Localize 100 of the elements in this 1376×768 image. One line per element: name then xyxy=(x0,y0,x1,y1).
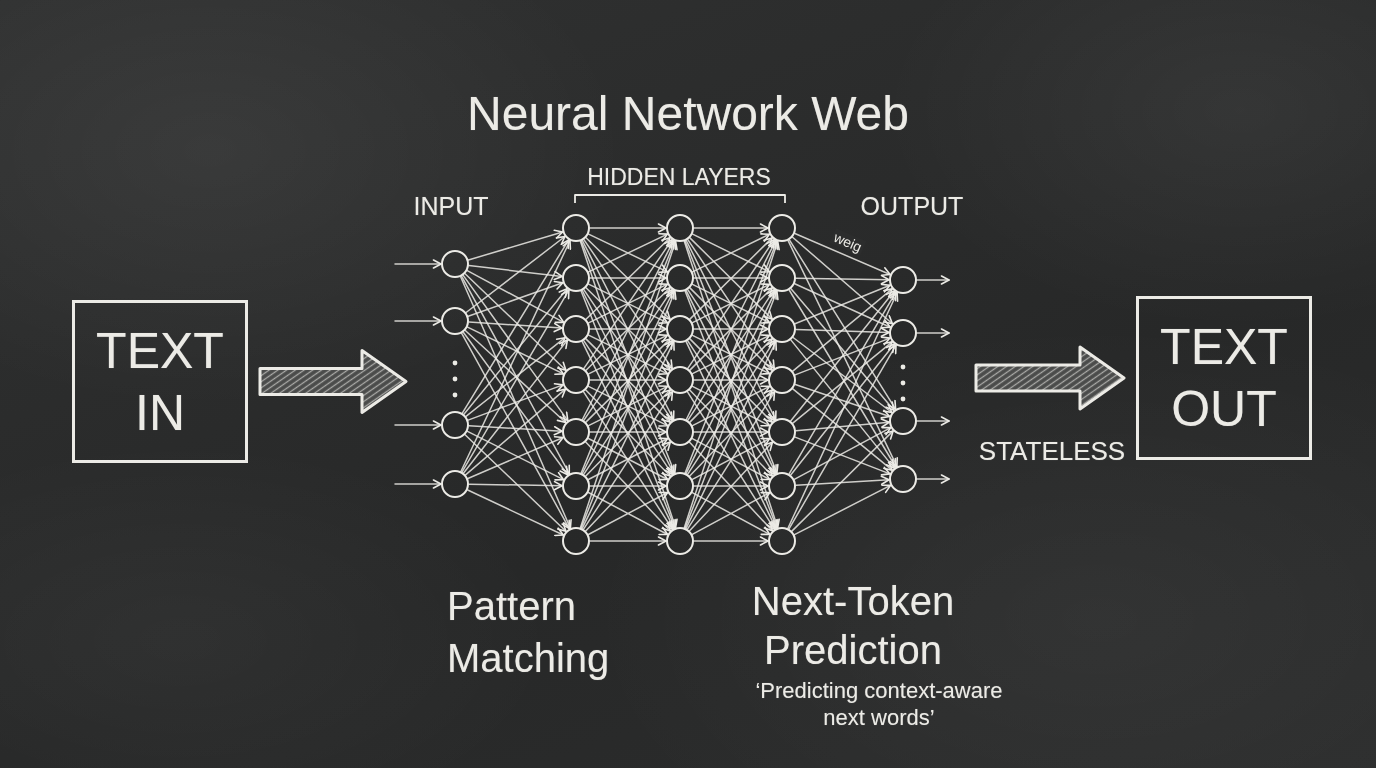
arrow xyxy=(589,427,667,437)
crossing-arrows xyxy=(688,441,774,532)
io-box xyxy=(72,300,248,463)
neuron-circle xyxy=(562,315,590,343)
crossing-arrows xyxy=(691,233,771,273)
crossing-arrows xyxy=(689,237,773,320)
arrow xyxy=(464,329,567,424)
neuron-circle xyxy=(889,266,917,294)
arrow xyxy=(394,420,442,430)
crossing-arrows xyxy=(686,288,776,422)
arrow xyxy=(792,288,893,372)
neuron-circle xyxy=(562,264,590,292)
crossing-arrows xyxy=(689,287,773,371)
arrow xyxy=(465,235,566,314)
neuron-circle xyxy=(666,315,694,343)
crossing-arrows xyxy=(579,240,678,529)
crossing-arrows xyxy=(685,239,777,421)
layer-label: OUTPUT xyxy=(860,191,964,221)
arrow xyxy=(788,344,897,530)
crossing-arrows xyxy=(583,238,673,370)
crossing-arrows xyxy=(585,338,671,423)
arrow xyxy=(916,328,950,338)
arrow xyxy=(589,273,667,283)
caption-text: Next-Token Prediction xyxy=(750,578,956,674)
crossing-arrows xyxy=(585,287,671,371)
crossing-arrows xyxy=(687,238,775,370)
crossing-arrows xyxy=(691,437,771,481)
arrow xyxy=(793,484,892,536)
arrow xyxy=(465,336,566,418)
arrow xyxy=(589,223,667,233)
crossing-arrows xyxy=(691,385,771,427)
neuron-circle xyxy=(768,366,796,394)
neuron-circle xyxy=(666,366,694,394)
arrow xyxy=(795,274,890,285)
quote-text: ‘Predicting context-aware next words’ xyxy=(754,677,1004,731)
crossing-arrows xyxy=(688,389,774,477)
neuron-circle xyxy=(441,307,469,335)
neuron-circle xyxy=(666,264,694,292)
crossing-arrows xyxy=(587,232,669,274)
caption-text: Pattern Matching xyxy=(447,583,611,682)
arrow xyxy=(468,480,563,491)
neuron-circle xyxy=(768,214,796,242)
arrow xyxy=(693,375,769,385)
crossing-arrows xyxy=(584,441,672,532)
arrow xyxy=(394,259,442,269)
neuron-circle xyxy=(562,527,590,555)
block-arrow xyxy=(974,345,1126,411)
arrow xyxy=(791,430,894,532)
neuron-circle xyxy=(441,411,469,439)
arrow xyxy=(793,426,892,481)
arrow xyxy=(461,239,570,414)
arrow xyxy=(467,382,564,421)
arrow xyxy=(462,274,569,422)
crossing-arrows xyxy=(685,340,778,530)
arrow xyxy=(468,321,563,333)
arrow xyxy=(693,324,769,334)
node-text: TEXT IN xyxy=(95,321,225,443)
arrow xyxy=(787,239,899,468)
neuron-circle xyxy=(666,214,694,242)
annotation-text: STATELESS xyxy=(978,435,1126,467)
arrow xyxy=(794,336,891,376)
arrow xyxy=(794,436,891,476)
neuron-circle xyxy=(889,319,917,347)
arrow xyxy=(693,536,769,546)
crossing-arrows xyxy=(585,237,671,320)
arrow xyxy=(916,416,950,426)
arrow xyxy=(466,326,565,375)
neuron-circle xyxy=(768,527,796,555)
arrow xyxy=(466,489,565,537)
crossing-arrows xyxy=(686,339,776,476)
arrow xyxy=(792,388,893,471)
layer-label: HIDDEN LAYERS xyxy=(587,163,771,191)
arrow xyxy=(693,273,769,283)
arrow xyxy=(795,418,890,432)
arrow xyxy=(467,436,564,480)
arrow xyxy=(464,388,567,476)
layer-label: INPUT xyxy=(413,191,489,221)
arrow xyxy=(463,288,568,415)
neuron-circle xyxy=(441,470,469,498)
arrow xyxy=(394,479,442,489)
neuron-circle xyxy=(562,366,590,394)
arrow xyxy=(459,276,572,529)
arrow xyxy=(693,481,769,491)
crossing-arrows xyxy=(587,385,669,427)
neuron-circle xyxy=(666,418,694,446)
crossing-arrows xyxy=(691,283,771,324)
neuron-circle xyxy=(889,407,917,435)
crossing-arrows xyxy=(684,240,779,474)
neuron-circle xyxy=(666,527,694,555)
crossing-arrows xyxy=(685,289,777,475)
neuron-circle xyxy=(666,472,694,500)
arrow xyxy=(794,383,891,419)
crossing-arrows xyxy=(581,239,675,421)
arrow xyxy=(467,280,564,318)
arrow xyxy=(460,332,571,530)
arrow xyxy=(468,264,563,281)
arrow xyxy=(466,269,565,324)
arrow xyxy=(693,223,769,233)
neuron-circle xyxy=(562,214,590,242)
crossing-arrows xyxy=(580,290,677,529)
